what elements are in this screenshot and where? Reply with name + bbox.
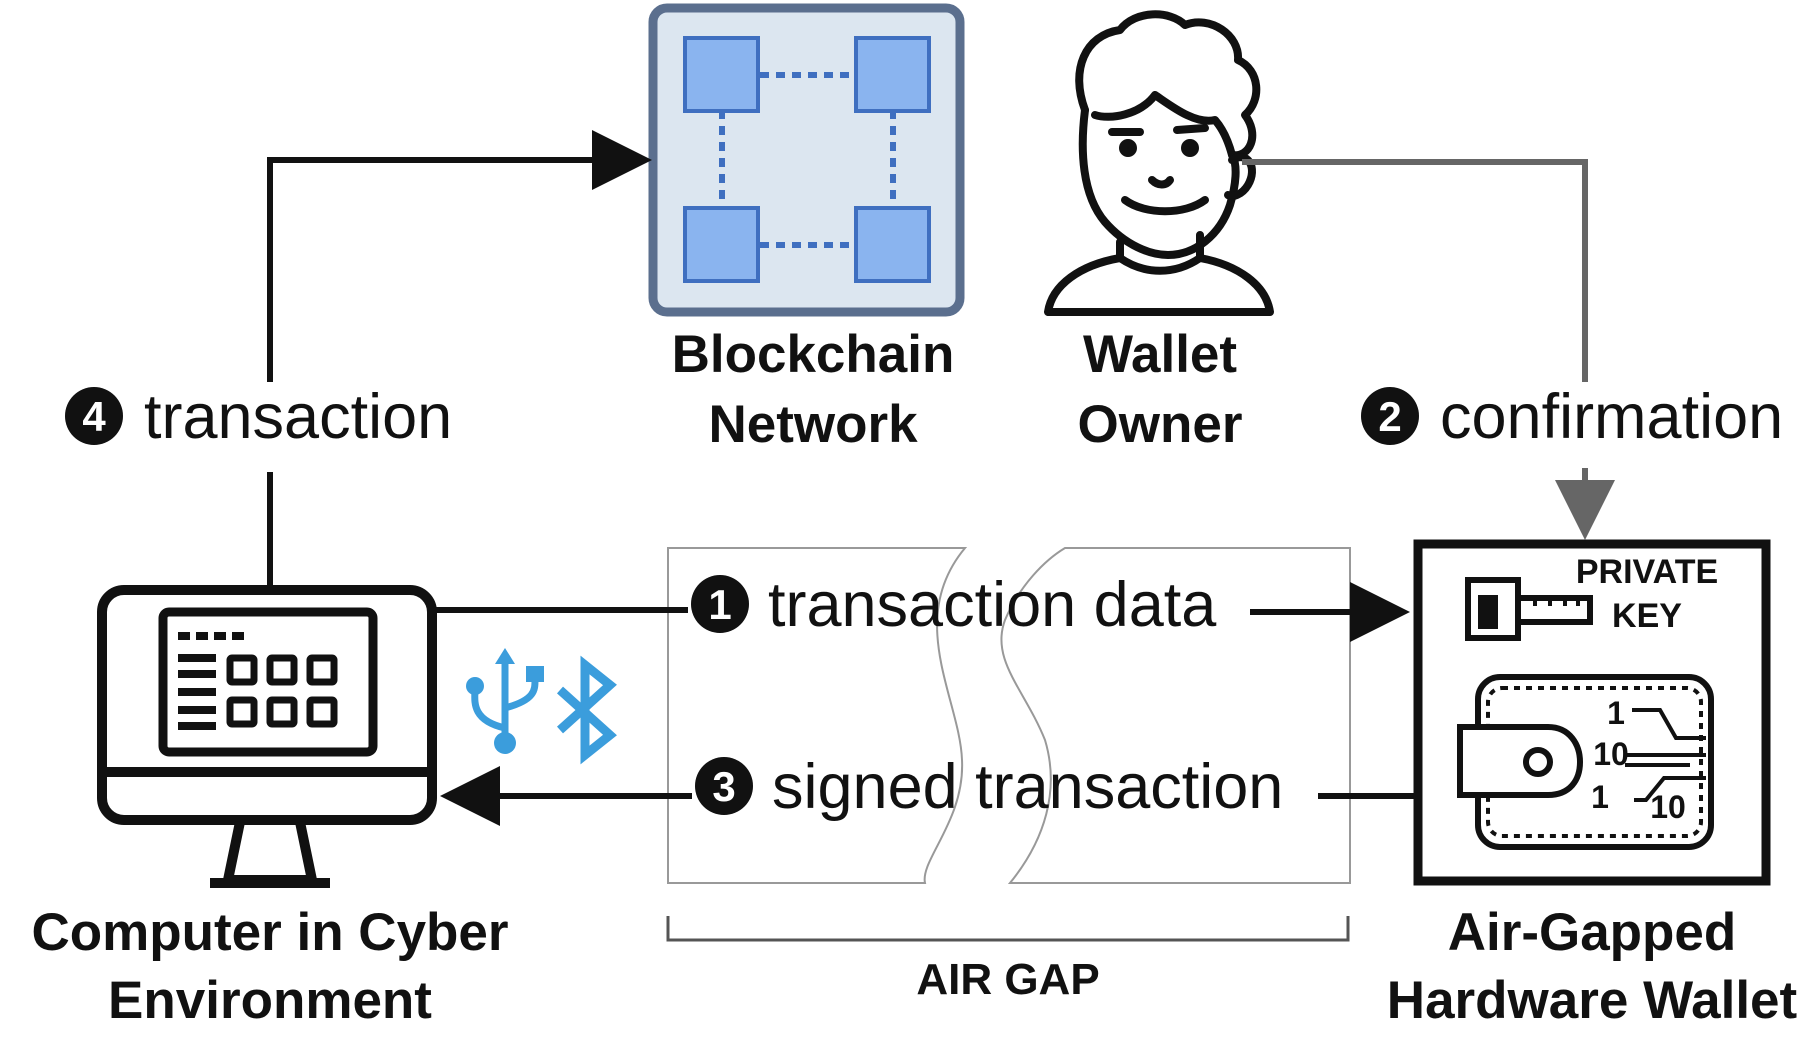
step-number: 3 <box>712 763 735 810</box>
step-badge <box>695 757 753 815</box>
computer: Computer in Cyber Environment <box>31 585 509 1030</box>
arrow-confirmation <box>1242 159 1588 382</box>
air-gap-region: AIR GAP <box>666 547 1351 1004</box>
step-number: 1 <box>708 581 731 628</box>
computer-label-line2: Environment <box>108 971 432 1030</box>
computer-label-line1: Computer in Cyber <box>31 903 508 962</box>
hardware-wallet: PRIVATE KEY 1 10 1 10 Air-Gapped Hardwar… <box>1387 539 1797 1030</box>
step-number: 2 <box>1378 393 1401 440</box>
network-node <box>854 36 931 113</box>
usb-icon <box>466 648 544 754</box>
switch-value: 10 <box>1650 789 1686 825</box>
bluetooth-icon <box>556 655 617 765</box>
owner-label-line1: Wallet <box>1083 325 1237 384</box>
network-node <box>683 206 760 283</box>
step-label: confirmation <box>1440 382 1783 452</box>
network-node <box>683 36 760 113</box>
wallet-icon <box>1457 674 1714 850</box>
blockchain-network: Blockchain Network <box>648 3 965 454</box>
air-gap-label: AIR GAP <box>916 955 1099 1004</box>
private-key-label-line1: PRIVATE <box>1576 553 1718 591</box>
dashboard-glyph <box>178 632 244 730</box>
step-3: 3 signed transaction <box>695 752 1283 822</box>
step-4: 4 transaction <box>65 382 452 452</box>
switch-value: 1 <box>1591 779 1609 815</box>
switch-value: 10 <box>1593 736 1629 772</box>
blockchain-label-line2: Network <box>708 395 918 454</box>
wallet-label-line1: Air-Gapped <box>1448 903 1737 962</box>
key-icon <box>1465 577 1593 641</box>
air-gap-bracket <box>666 916 1350 942</box>
step-number: 4 <box>82 393 106 440</box>
step-label: signed transaction <box>772 752 1283 822</box>
switch-value: 1 <box>1607 695 1625 731</box>
step-badge <box>1361 387 1419 445</box>
person-icon <box>1044 10 1274 316</box>
owner-label-line2: Owner <box>1078 395 1243 454</box>
step-badge <box>65 387 123 445</box>
dashboard-tiles <box>226 654 338 728</box>
wallet-owner: Wallet Owner <box>1044 10 1274 454</box>
arrow-transaction <box>267 130 652 382</box>
step-label: transaction <box>144 382 452 452</box>
network-links <box>719 72 896 248</box>
network-node <box>854 206 931 283</box>
step-badge <box>691 575 749 633</box>
blockchain-label-line1: Blockchain <box>672 325 955 384</box>
monitor-icon <box>97 585 437 888</box>
step-1: 1 transaction data <box>691 570 1217 640</box>
wallet-label-line2: Hardware Wallet <box>1387 971 1797 1030</box>
step-label: transaction data <box>768 570 1217 640</box>
step-2: 2 confirmation <box>1361 382 1783 452</box>
private-key-label-line2: KEY <box>1612 597 1682 635</box>
